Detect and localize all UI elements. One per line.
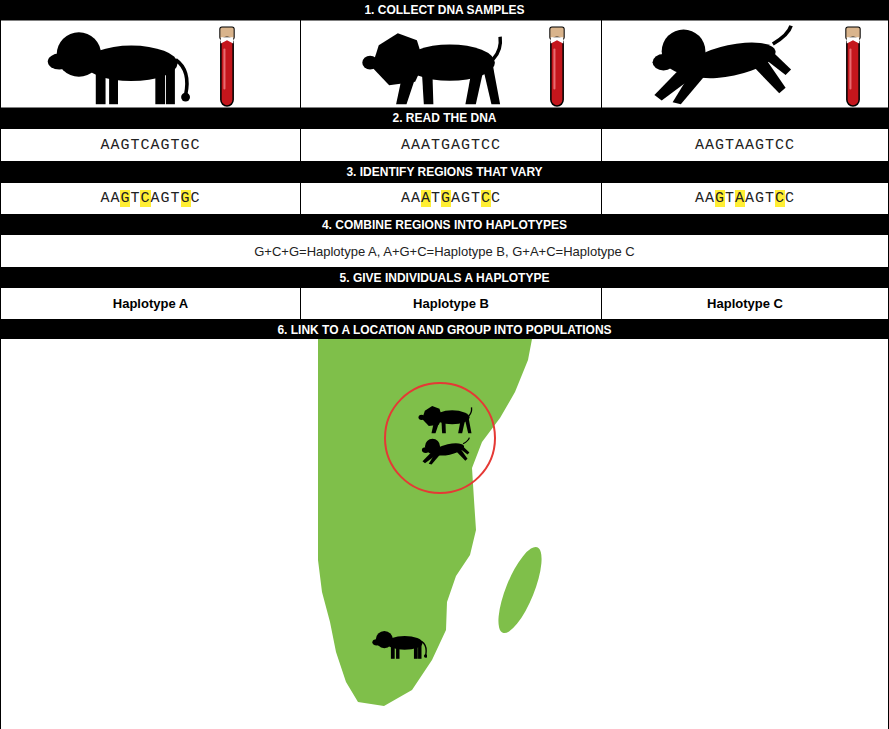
haplotype-cell: Haplotype A — [0, 287, 301, 320]
test-tube — [550, 27, 564, 106]
africa-mainland — [318, 339, 532, 706]
dna-sequence-cell: AAGTAAGTCC — [601, 128, 889, 162]
dna-sequence-cell: AAGTCAGTGC — [0, 182, 301, 215]
step-header: 1. COLLECT DNA SAMPLES — [0, 0, 889, 20]
step-header: 3. IDENTIFY REGIONS THAT VARY — [0, 162, 889, 182]
label-text: G+C+G=Haplotype A, A+G+C=Haplotype B, G+… — [254, 244, 634, 259]
population-circle — [385, 383, 495, 493]
highlighted-sequence: AAATGAGTCC — [401, 190, 501, 207]
dna-sequence-cell: AAGTAAGTCC — [601, 182, 889, 215]
highlighted-sequence: AAGTAAGTCC — [695, 190, 795, 207]
lion-silhouette — [419, 406, 472, 433]
label-text: Haplotype B — [413, 296, 489, 311]
haplotype-key-cell: G+C+G=Haplotype A, A+G+C=Haplotype B, G+… — [0, 234, 889, 268]
label-text: AAGTCAGTGC — [100, 137, 200, 154]
lion-silhouette — [362, 33, 500, 104]
label-text: 6. LINK TO A LOCATION AND GROUP INTO POP… — [277, 323, 611, 337]
step-header: 6. LINK TO A LOCATION AND GROUP INTO POP… — [0, 320, 889, 339]
label-text: 4. COMBINE REGIONS INTO HAPLOTYPES — [322, 218, 567, 232]
label-text: AAATGAGTCC — [401, 137, 501, 154]
label-text: 2. READ THE DNA — [392, 111, 496, 125]
cell-borders — [1, 20, 889, 729]
lion-silhouette — [422, 438, 470, 465]
africa-map — [318, 339, 550, 706]
highlighted-sequence: AAGTCAGTGC — [100, 190, 200, 207]
label-text: 1. COLLECT DNA SAMPLES — [364, 3, 524, 17]
lion-silhouette — [653, 26, 791, 104]
lion-silhouette — [372, 631, 427, 659]
dna-sequence-cell: AAATGAGTCC — [300, 128, 602, 162]
step-header: 4. COMBINE REGIONS INTO HAPLOTYPES — [0, 215, 889, 234]
label-text: Haplotype A — [113, 296, 188, 311]
test-tube — [846, 27, 860, 106]
label-text: 5. GIVE INDIVIDUALS A HAPLOTYPE — [340, 271, 550, 285]
lion-silhouette — [48, 32, 190, 104]
test-tube — [220, 27, 234, 106]
step-header: 2. READ THE DNA — [0, 108, 889, 128]
dna-sequence-cell: AAGTCAGTGC — [0, 128, 301, 162]
madagascar — [490, 542, 550, 638]
dna-sequence-cell: AAATGAGTCC — [300, 182, 602, 215]
lion-samples — [48, 26, 860, 106]
step-header: 5. GIVE INDIVIDUALS A HAPLOTYPE — [0, 268, 889, 287]
label-text: AAGTAAGTCC — [695, 137, 795, 154]
label-text: Haplotype C — [707, 296, 783, 311]
label-text: 3. IDENTIFY REGIONS THAT VARY — [346, 165, 542, 179]
haplotype-cell: Haplotype C — [601, 287, 889, 320]
haplotype-cell: Haplotype B — [300, 287, 602, 320]
